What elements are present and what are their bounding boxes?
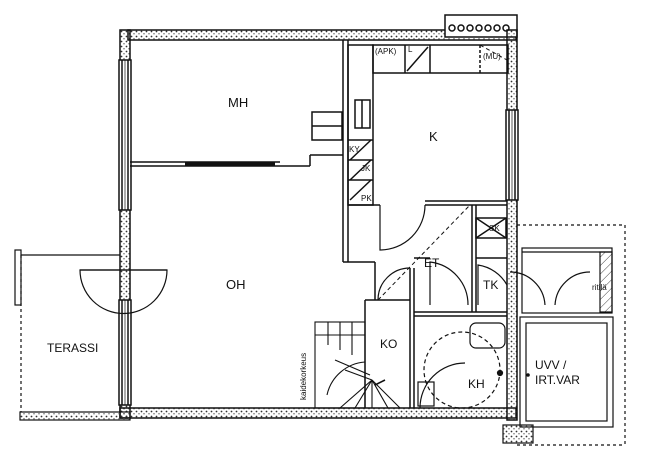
room-labels: MH K OH TERASSI ET TK KO KH UVV / IRT.VA… — [47, 95, 580, 391]
fixture-label-ky: KY — [349, 145, 360, 154]
room-label-tk: TK — [483, 278, 498, 292]
room-label-oh: OH — [226, 277, 246, 292]
room-label-k: K — [429, 129, 438, 144]
room-label-mh: MH — [228, 95, 248, 110]
interior-walls — [130, 40, 509, 408]
room-label-uvv-line2: IRT.VAR — [535, 373, 580, 387]
fixture-label-pk: PK — [361, 194, 372, 203]
terrace — [14, 249, 131, 421]
fixture-labels: (APK) L (MU) KY JK PK SK ritilä kaidekor… — [299, 45, 607, 400]
fixture-label-l: L — [408, 45, 413, 54]
fixture-label-sk: SK — [489, 224, 500, 233]
room-label-kh: KH — [468, 377, 485, 391]
room-label-uvv-line1: UVV / — [535, 358, 567, 372]
fixture-label-ritila: ritilä — [592, 283, 607, 292]
utility-marker-dot — [526, 373, 530, 377]
room-label-ko: KO — [380, 337, 397, 351]
bath-fixtures — [417, 322, 506, 407]
utility-annex — [502, 224, 626, 446]
fixture-label-kaidekorkeus: kaidekorkeus — [299, 353, 308, 400]
fixture-label-apk: (APK) — [375, 47, 397, 56]
room-label-et: ET — [424, 256, 440, 270]
staircase — [314, 321, 401, 409]
fixture-label-jk: JK — [361, 164, 371, 173]
room-label-terassi: TERASSI — [47, 341, 98, 355]
fixture-label-mu: (MU) — [483, 52, 501, 61]
guide-lines — [377, 44, 508, 301]
